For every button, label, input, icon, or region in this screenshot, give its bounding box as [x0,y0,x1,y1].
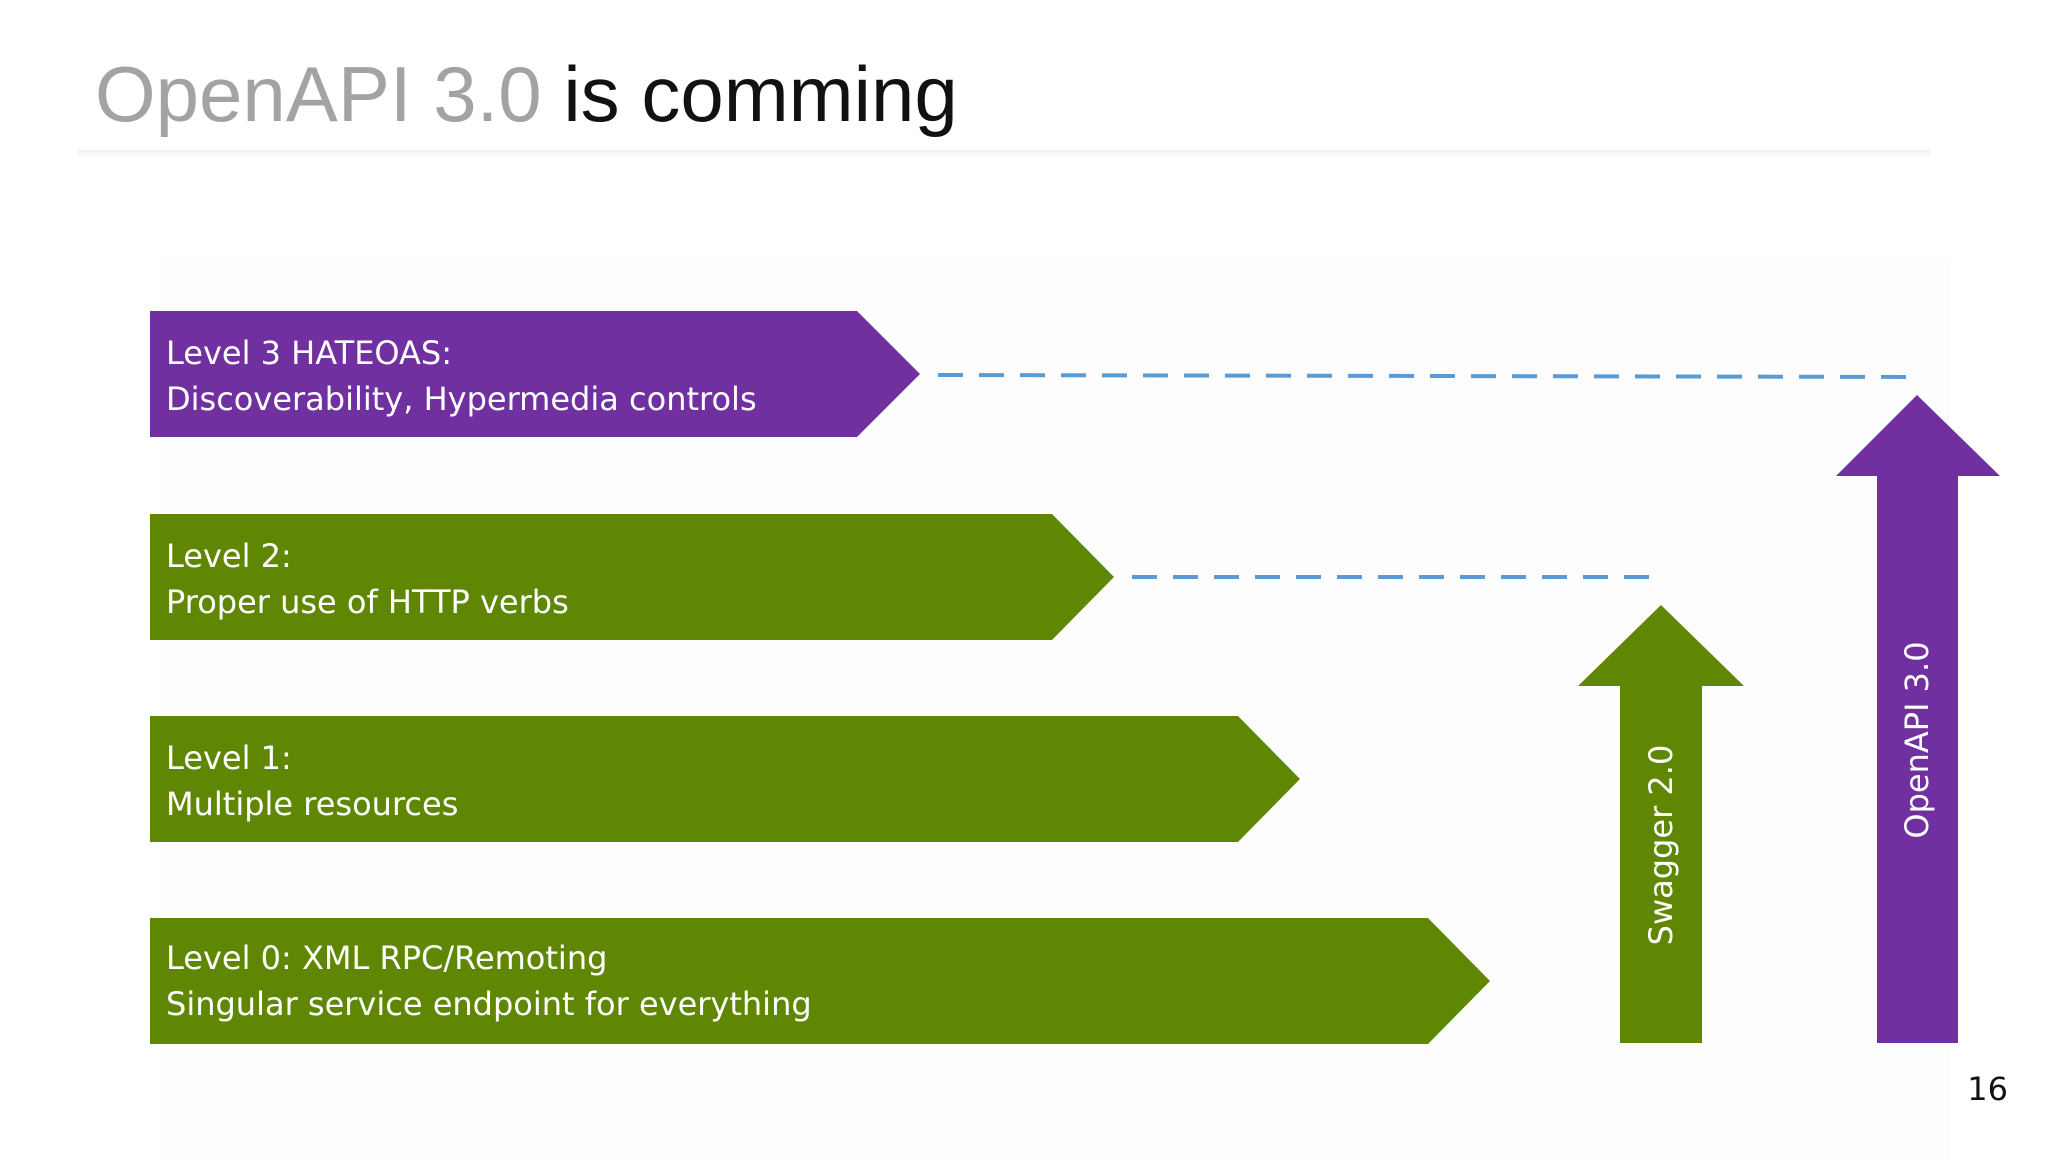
level-3-dashed-connector [937,373,1923,379]
title-openapi-part: OpenAPI 3.0 [95,50,542,138]
openapi-arrow-label: OpenAPI 3.0 [1898,641,1936,839]
title-coming-part: is comming [563,50,958,138]
level-3-description: Discoverability, Hypermedia controls [166,380,757,418]
page-number: 16 [1967,1070,2008,1108]
level-0-text: Level 0: XML RPC/Remoting Singular servi… [166,935,812,1027]
level-3-text: Level 3 HATEOAS: Discoverability, Hyperm… [166,330,757,422]
level-1-band [150,716,1300,842]
title-underline [78,150,1930,156]
level-0-description: Singular service endpoint for everything [166,985,812,1023]
level-3-band [150,311,920,437]
openapi-arrow [1836,395,2000,1043]
swagger-arrow [1578,605,1744,1043]
swagger-arrow-label: Swagger 2.0 [1642,744,1680,946]
level-3-title: Level 3 HATEOAS: [166,334,453,372]
level-1-text: Level 1: Multiple resources [166,735,458,827]
level-2-text: Level 2: Proper use of HTTP verbs [166,533,569,625]
level-1-description: Multiple resources [166,785,459,823]
level-0-band [150,918,1490,1044]
level-0-title: Level 0: XML RPC/Remoting [166,939,608,977]
level-2-band [150,514,1114,640]
level-2-description: Proper use of HTTP verbs [166,583,569,621]
level-2-title: Level 2: [166,537,292,575]
level-1-title: Level 1: [166,739,292,777]
slide-title: OpenAPI 3.0 is comming [95,48,958,142]
